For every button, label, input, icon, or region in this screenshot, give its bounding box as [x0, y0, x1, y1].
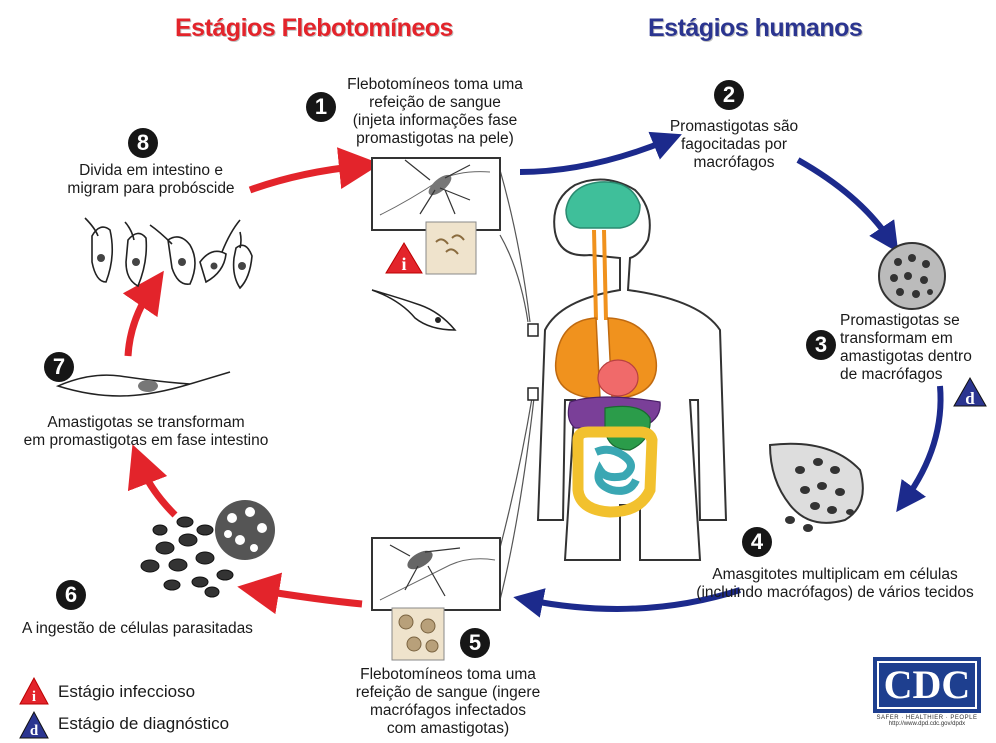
legend-diagnostic: Estágio de diagnóstico: [18, 708, 229, 740]
step-6-number: 6: [56, 580, 86, 610]
step-4-caption: Amasgitotes multiplicam em células(inclu…: [676, 566, 994, 602]
infectious-stage-marker: i: [386, 243, 422, 274]
step-1-number: 1: [306, 92, 336, 122]
arrow-6-to-7: [140, 464, 175, 515]
step-2-number: 2: [714, 80, 744, 110]
arrow-3-to-4: [905, 386, 941, 500]
connector-lines: [500, 170, 534, 600]
ingested-parasitized-cells: [141, 500, 275, 597]
promastigotes-group: [85, 218, 252, 288]
arrow-8-to-1: [250, 166, 360, 190]
human-body-illustration: [528, 180, 726, 560]
svg-text:d: d: [965, 389, 975, 408]
step-6-caption: A ingestão de células parasitadas: [22, 620, 302, 638]
cdc-logo: CDC SAFER · HEALTHIER · PEOPLE http://ww…: [873, 657, 981, 727]
arrow-5-to-6: [258, 590, 362, 604]
arrow-2-to-3: [798, 160, 890, 240]
step-5-number: 5: [460, 628, 490, 658]
step-4-number: 4: [742, 527, 772, 557]
arrow-7-to-8: [128, 288, 152, 356]
svg-text:i: i: [401, 254, 406, 274]
elongated-promastigote: [58, 372, 230, 396]
cdc-url: http://www.dpd.cdc.gov/dpdx: [873, 721, 981, 727]
promastigote-nucleus: [435, 317, 441, 323]
step-3-number: 3: [806, 330, 836, 360]
sandfly-feeding-image-top: [372, 158, 500, 274]
legend-diagnostic-label: Estágio de diagnóstico: [58, 714, 229, 734]
macrophage-with-amastigotes: [879, 243, 945, 309]
step-8-number: 8: [128, 128, 158, 158]
legend: Estágio infeccioso Estágio de diagnóstic…: [18, 676, 229, 740]
legend-infectious-label: Estágio infeccioso: [58, 682, 195, 702]
cdc-logo-mark: CDC: [873, 657, 981, 713]
ruptured-cell-amastigotes: [770, 444, 863, 532]
arrow-1-to-2: [520, 140, 668, 172]
legend-infectious: Estágio infeccioso: [18, 676, 229, 708]
step-7-number: 7: [44, 352, 74, 382]
promastigote-free: [372, 290, 455, 330]
